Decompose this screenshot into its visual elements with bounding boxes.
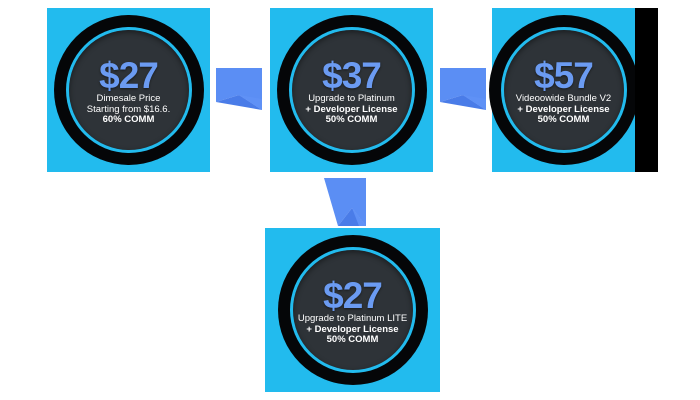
card-disc-inner: $37 Upgrade to Platinum + Developer Lice… bbox=[291, 30, 412, 150]
card-description: Videoowide Bundle V2 + Developer License… bbox=[515, 93, 612, 126]
card-disc-inner: $27 Upgrade to Platinum LITE + Developer… bbox=[292, 250, 413, 370]
funnel-card-front-end[interactable]: $27 Dimesale Price Starting from $16.6. … bbox=[47, 8, 210, 172]
diagram-title: Product funnel price cards bbox=[0, 0, 1, 1]
card-description-line: + Developer License bbox=[306, 323, 399, 335]
card-commission-label: 60% COMM bbox=[102, 114, 155, 126]
card-description-line: Starting from $16.6. bbox=[86, 103, 171, 115]
card-description: Upgrade to Platinum + Developer License … bbox=[305, 93, 398, 126]
arrow-right-icon bbox=[440, 66, 486, 110]
card-description: Dimesale Price Starting from $16.6. 60% … bbox=[86, 93, 171, 126]
card-description-line: Videoowide Bundle V2 bbox=[515, 93, 612, 105]
funnel-card-downsell-platinum-lite[interactable]: $27 Upgrade to Platinum LITE + Developer… bbox=[265, 228, 440, 392]
card-price: $57 bbox=[534, 54, 594, 96]
card-price: $37 bbox=[322, 54, 382, 96]
card-disc-inner: $57 Videoowide Bundle V2 + Developer Lic… bbox=[503, 30, 624, 150]
card-commission-label: 50% COMM bbox=[537, 114, 590, 126]
arrow-right-icon bbox=[216, 66, 262, 110]
card-description-line: + Developer License bbox=[305, 103, 398, 115]
card-description-line: Upgrade to Platinum LITE bbox=[297, 313, 408, 325]
arrow-down-icon bbox=[322, 178, 368, 226]
card-description: Upgrade to Platinum LITE + Developer Lic… bbox=[297, 313, 408, 346]
card-commission-label: 50% COMM bbox=[326, 334, 379, 346]
card-commission-label: 50% COMM bbox=[325, 114, 378, 126]
card-price: $27 bbox=[323, 274, 383, 316]
card-description-line: Dimesale Price bbox=[96, 93, 161, 105]
card-description-line: + Developer License bbox=[517, 103, 610, 115]
card-disc-inner: $27 Dimesale Price Starting from $16.6. … bbox=[68, 30, 189, 150]
card-description-line: Upgrade to Platinum bbox=[308, 93, 395, 105]
card-price: $27 bbox=[99, 54, 159, 96]
funnel-card-oto2-videoowide-bundle[interactable]: $57 Videoowide Bundle V2 + Developer Lic… bbox=[488, 8, 658, 172]
funnel-card-oto1-platinum[interactable]: $37 Upgrade to Platinum + Developer Lice… bbox=[270, 8, 433, 172]
